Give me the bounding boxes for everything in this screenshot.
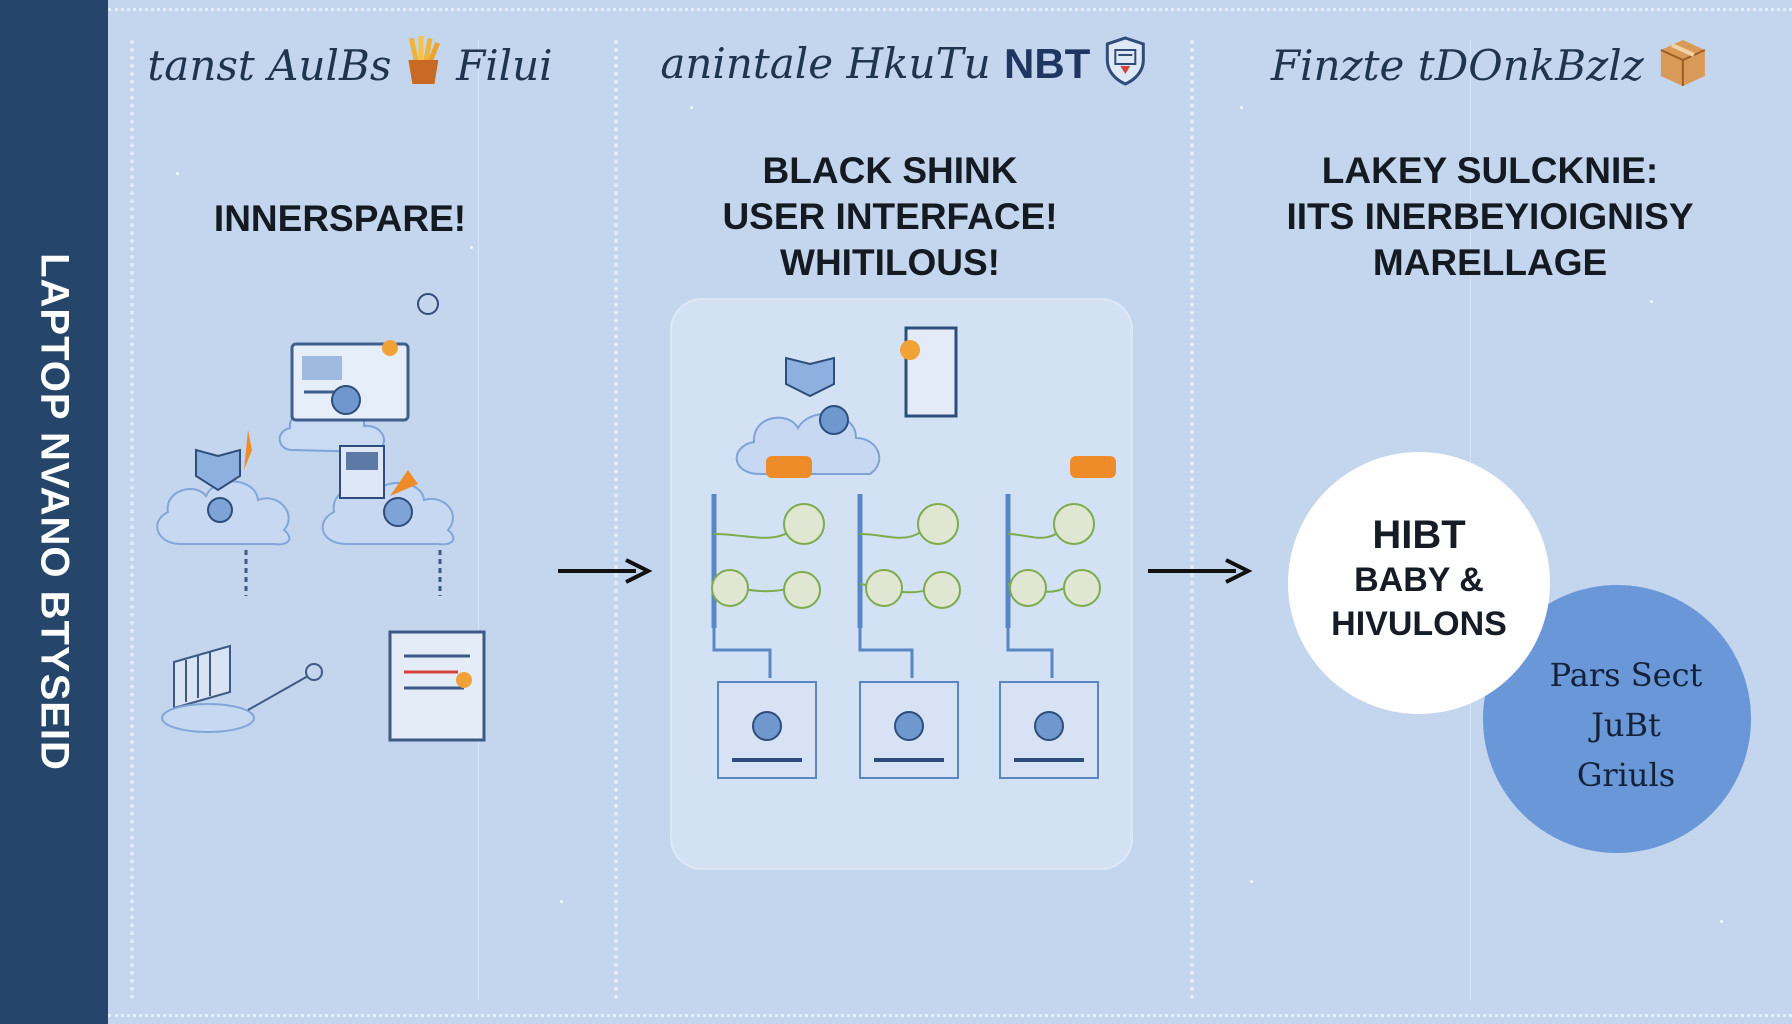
venn-white-line: HIBT [1372, 513, 1466, 557]
panel-3-title-tail: tDOnkBzlz [1417, 41, 1644, 90]
heading-line: LAKEY SULCKNIE: [1321, 150, 1659, 191]
guide-line [478, 40, 479, 1000]
panel-2-heading: BLACK SHINK USER INTERFACE! WHITILOUS! [722, 148, 1057, 286]
sparkle-dot [1240, 106, 1243, 109]
heading-line: MARELLAGE [1372, 242, 1608, 283]
dotted-divider [130, 40, 134, 1000]
heading-line: BLACK SHINK [762, 150, 1018, 191]
heading-line: INNERSPARE! [213, 198, 467, 239]
venn-white-label: HIBT BABY & HIVULONS [1331, 512, 1507, 646]
vertical-title-bar: LAPTOP NVANO BTYSEID [0, 0, 108, 1024]
panel-2-title-tail: NBT [1004, 40, 1091, 87]
panel-1-heading: INNERSPARE! [214, 196, 466, 242]
cloud-network-illustration [156, 293, 486, 742]
panel-1-title-script: tanst AulBs [147, 41, 392, 90]
sparkle-dot [690, 106, 693, 109]
sparkle-dot [176, 172, 179, 175]
dotted-divider [1190, 40, 1194, 1000]
sparkle-dot [1650, 300, 1653, 303]
panel-2-title: anintale HkuTu NBT [660, 36, 1147, 88]
shield-icon [1104, 36, 1148, 86]
network-tree-illustration [711, 326, 1116, 779]
arrow-right-icon [558, 558, 653, 584]
bottom-dotted-border [108, 1014, 1792, 1017]
venn-blue-line: Pars Sect [1549, 656, 1703, 694]
sparkle-dot [1250, 880, 1253, 883]
venn-blue-label: Pars Sect JuBt Griuls [1550, 650, 1703, 800]
cloud-monitor-icon [278, 293, 439, 454]
cloud-shield-icon [156, 430, 291, 546]
sparkle-dot [470, 246, 473, 249]
heading-line: WHITILOUS! [780, 242, 1000, 283]
top-dotted-border [108, 8, 1792, 11]
panel-3-title: Finzte tDOnkBzlz [1271, 36, 1709, 90]
arrow-right-icon [1148, 558, 1253, 584]
panel-1-title: tanst AulBs Filui [147, 36, 553, 90]
venn-white-line: HIVULONS [1331, 605, 1507, 643]
server-rack-icon [161, 644, 323, 733]
box-icon [1657, 36, 1709, 90]
panel-3-title-script: Finzte [1270, 41, 1405, 90]
venn-circle-white [1288, 452, 1550, 714]
document-icon [388, 630, 486, 742]
sparkle-dot [1720, 920, 1723, 923]
venn-blue-line: Griuls [1576, 756, 1676, 794]
sparkle-dot [560, 900, 563, 903]
fries-icon [405, 36, 443, 86]
venn-blue-line: JuBt [1591, 706, 1661, 744]
panel-2-title-script: anintale HkuTu [660, 39, 991, 88]
dotted-divider [614, 40, 618, 1000]
vertical-title: LAPTOP NVANO BTYSEID [32, 253, 77, 771]
venn-white-line: BABY & [1354, 561, 1484, 599]
panel-1-title-tail: Filui [456, 41, 553, 90]
heading-line: USER INTERFACE! [722, 196, 1058, 237]
heading-line: IITS INERBEYIOIGNISY [1286, 196, 1694, 237]
panel-3-heading: LAKEY SULCKNIE: IITS INERBEYIOIGNISY MAR… [1286, 148, 1693, 286]
cloud-device-icon [321, 445, 455, 546]
